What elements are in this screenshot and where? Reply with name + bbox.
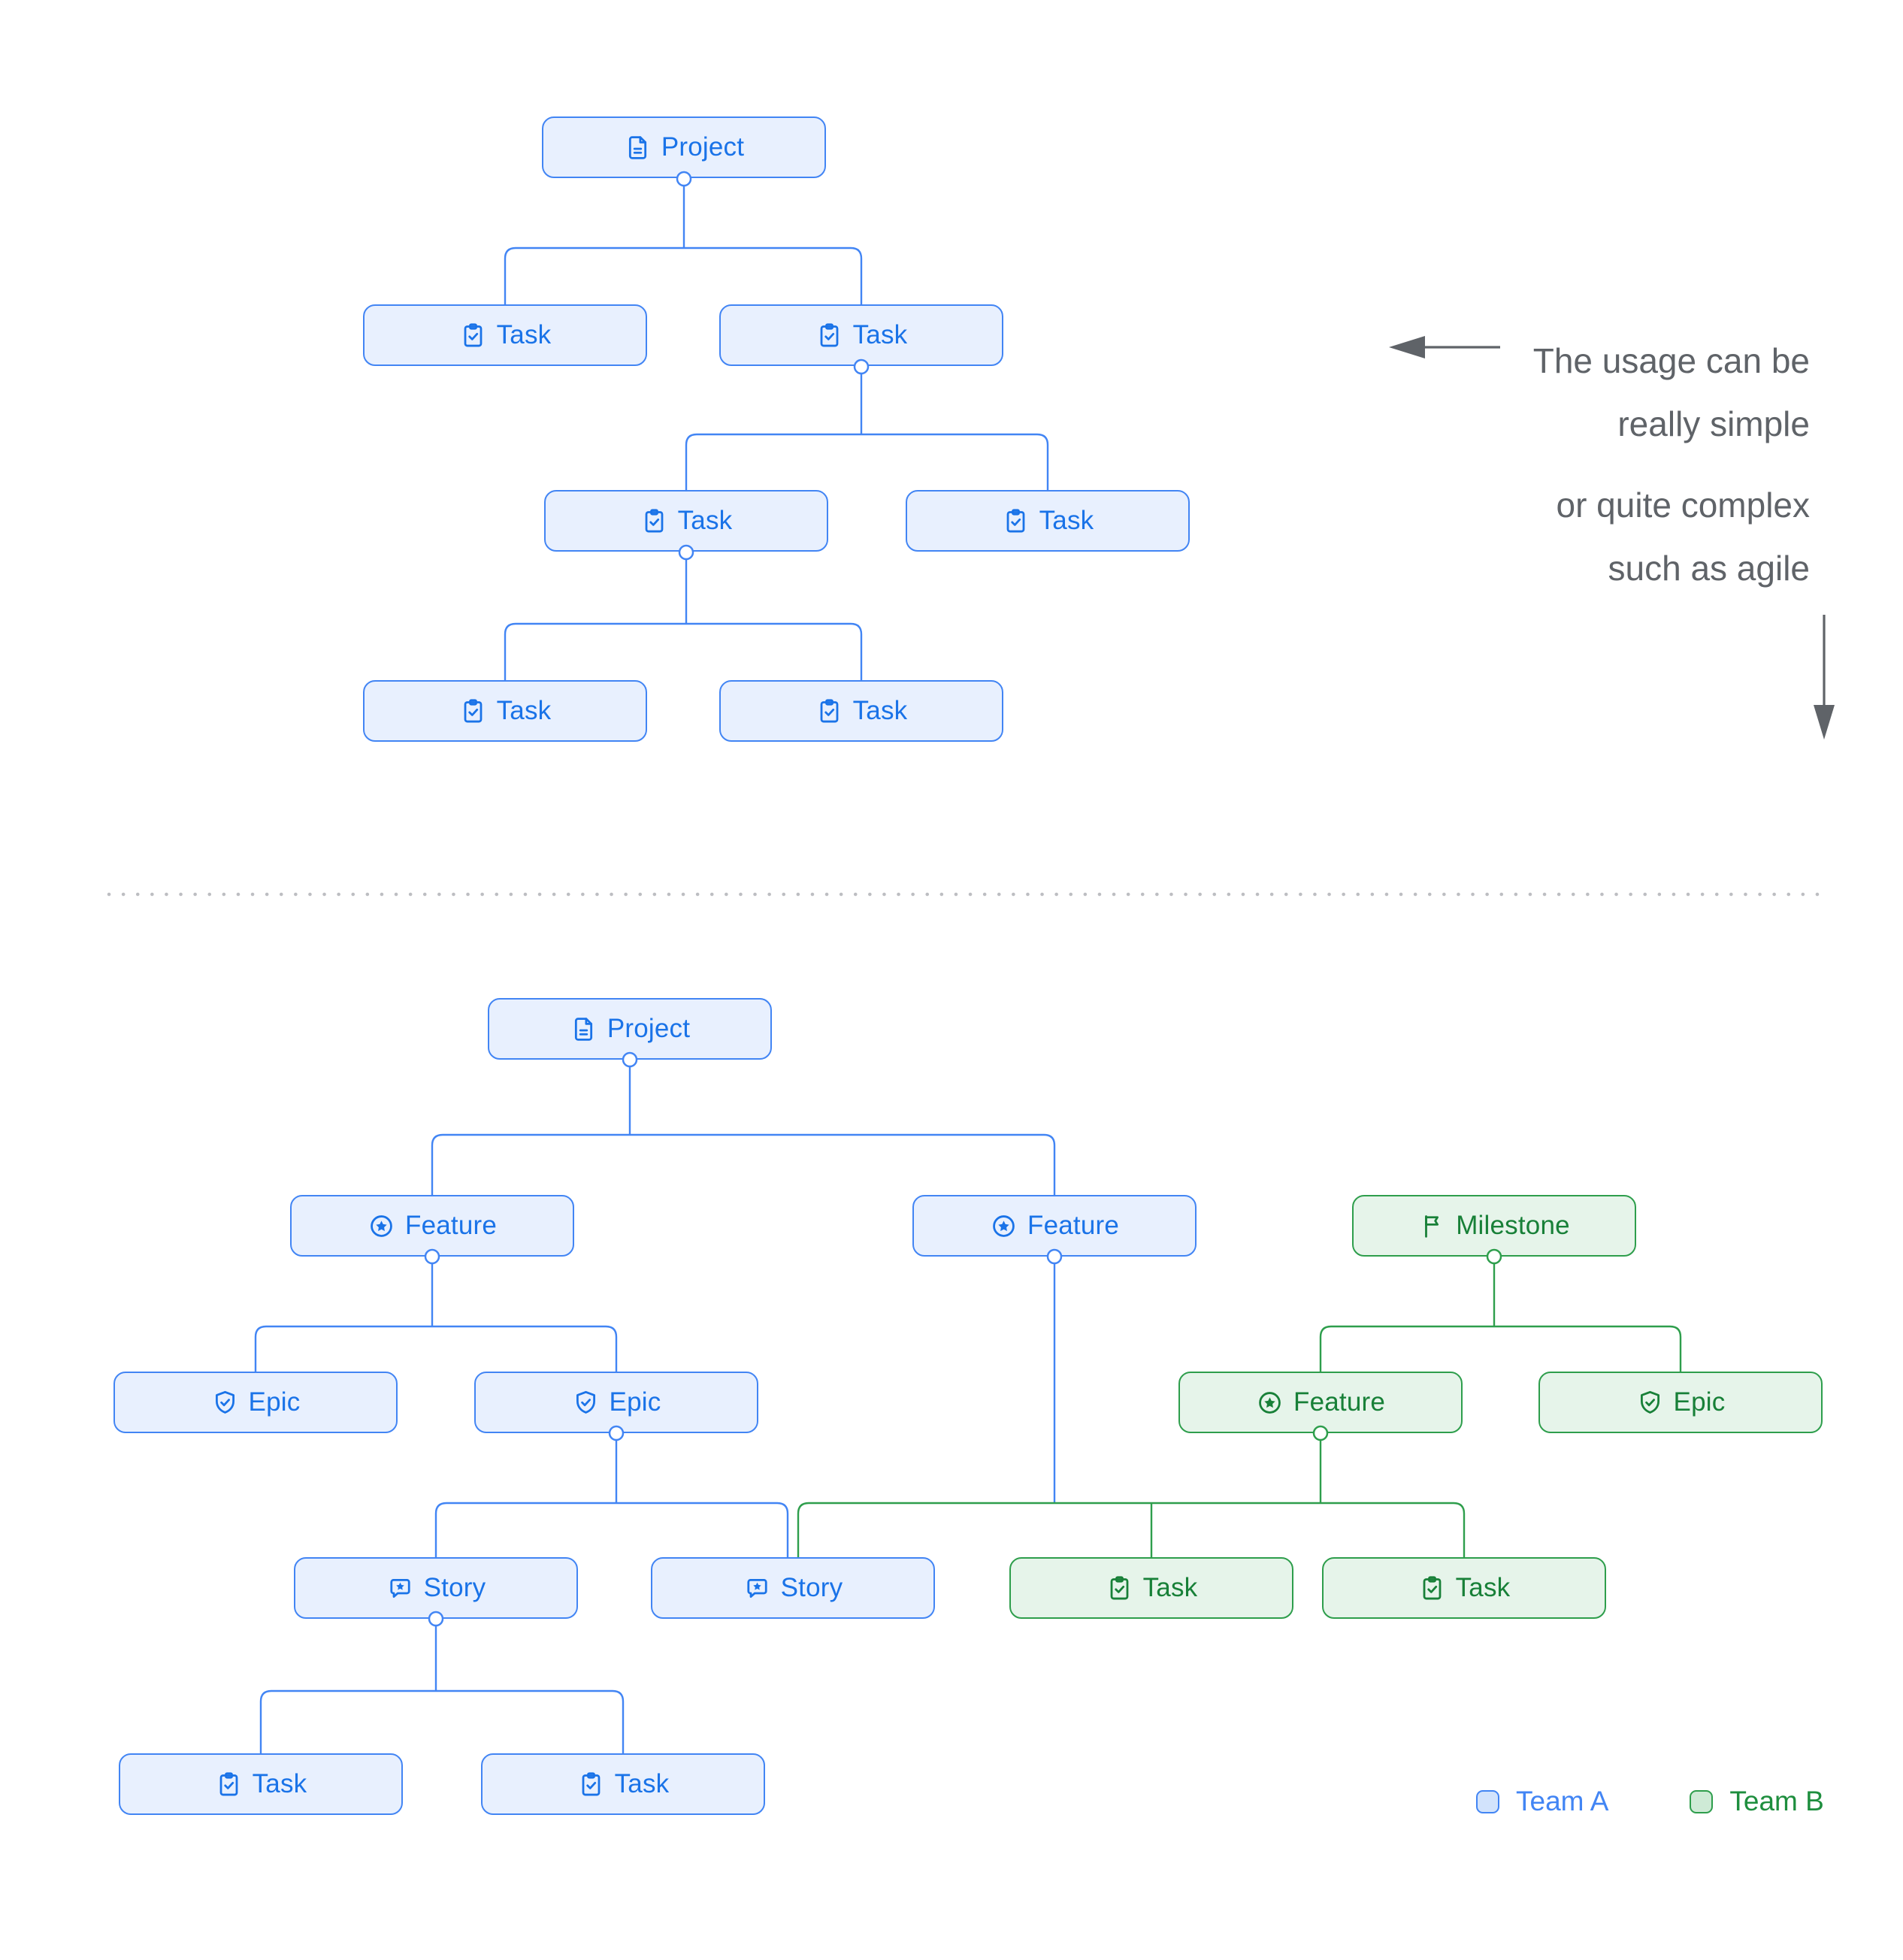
node-label: Feature (404, 1211, 498, 1240)
node-label: Task (1455, 1573, 1511, 1602)
node-label: Task (252, 1769, 307, 1798)
legend-label: Team B (1729, 1786, 1824, 1816)
epic-icon (211, 1389, 239, 1417)
node-label: Task (1142, 1573, 1198, 1602)
task-icon (1002, 507, 1030, 535)
annotation-line: really simple (1617, 404, 1810, 443)
tree-node-feature: Feature (1178, 1372, 1463, 1433)
node-label: Task (496, 696, 552, 725)
node-label: Epic (1673, 1387, 1726, 1417)
tree-node-task: Task (719, 680, 1003, 742)
node-label: Epic (609, 1387, 661, 1417)
tree-node-task: Task (906, 490, 1190, 552)
task-icon (815, 322, 843, 349)
tree-node-task: Task (363, 680, 647, 742)
legend-label: Team A (1516, 1786, 1609, 1816)
epic-icon (1636, 1389, 1664, 1417)
task-icon (1106, 1574, 1133, 1602)
node-label: Task (852, 696, 908, 725)
tree-node-epic: Epic (1538, 1372, 1823, 1433)
node-label: Story (780, 1573, 843, 1602)
tree-node-task: Task (544, 490, 828, 552)
down-arrow-head-icon (1814, 705, 1835, 740)
document-icon (624, 134, 652, 162)
annotation-simple-text: The usage can be really simple (1239, 329, 1810, 455)
legend-item-team-a: Team A (1476, 1786, 1608, 1817)
task-icon (459, 697, 487, 725)
legend-item-team-b: Team B (1690, 1786, 1824, 1817)
tree-node-epic: Epic (474, 1372, 758, 1433)
tree-node-task: Task (363, 304, 647, 366)
tree-node-task: Task (1322, 1557, 1606, 1619)
tree-node-story: Story (294, 1557, 578, 1619)
node-label: Project (661, 132, 745, 162)
tree-node-epic: Epic (113, 1372, 398, 1433)
node-label: Project (607, 1014, 691, 1043)
node-label: Task (496, 320, 552, 349)
tree-node-task: Task (119, 1753, 403, 1815)
tree-node-milestone: Milestone (1352, 1195, 1636, 1257)
tree-node-task: Task (719, 304, 1003, 366)
task-icon (577, 1771, 605, 1798)
team-a-swatch-icon (1476, 1789, 1499, 1813)
team-b-swatch-icon (1690, 1789, 1714, 1813)
tree-node-task: Task (481, 1753, 765, 1815)
tree-node-feature: Feature (290, 1195, 574, 1257)
story-icon (743, 1574, 771, 1602)
node-label: Story (423, 1573, 486, 1602)
node-label: Task (677, 506, 733, 535)
tree-node-story: Story (651, 1557, 935, 1619)
tree-node-task: Task (1009, 1557, 1293, 1619)
task-icon (459, 322, 487, 349)
task-icon (1418, 1574, 1446, 1602)
usage-annotation: The usage can be really simple or quite … (1239, 329, 1810, 600)
annotation-line: The usage can be (1532, 341, 1810, 380)
node-label: Epic (248, 1387, 301, 1417)
node-label: Milestone (1456, 1211, 1570, 1240)
feature-icon (1256, 1389, 1284, 1417)
annotation-line: or quite complex (1556, 485, 1811, 525)
tree-node-project: Project (542, 116, 826, 178)
node-label: Task (1039, 506, 1094, 535)
annotation-line: such as agile (1608, 549, 1811, 588)
feature-icon (368, 1212, 395, 1240)
task-icon (815, 697, 843, 725)
tree-node-feature: Feature (912, 1195, 1197, 1257)
legend: Team A Team B (1476, 1786, 1824, 1817)
node-label: Feature (1293, 1387, 1386, 1417)
task-icon (215, 1771, 243, 1798)
tree-node-project: Project (488, 998, 772, 1060)
document-icon (570, 1015, 598, 1043)
flag-icon (1418, 1212, 1446, 1240)
node-label: Task (614, 1769, 670, 1798)
story-icon (386, 1574, 414, 1602)
epic-icon (572, 1389, 600, 1417)
annotation-complex-text: or quite complex such as agile (1239, 473, 1811, 600)
task-icon (640, 507, 668, 535)
node-label: Task (852, 320, 908, 349)
feature-icon (990, 1212, 1018, 1240)
node-label: Feature (1027, 1211, 1120, 1240)
